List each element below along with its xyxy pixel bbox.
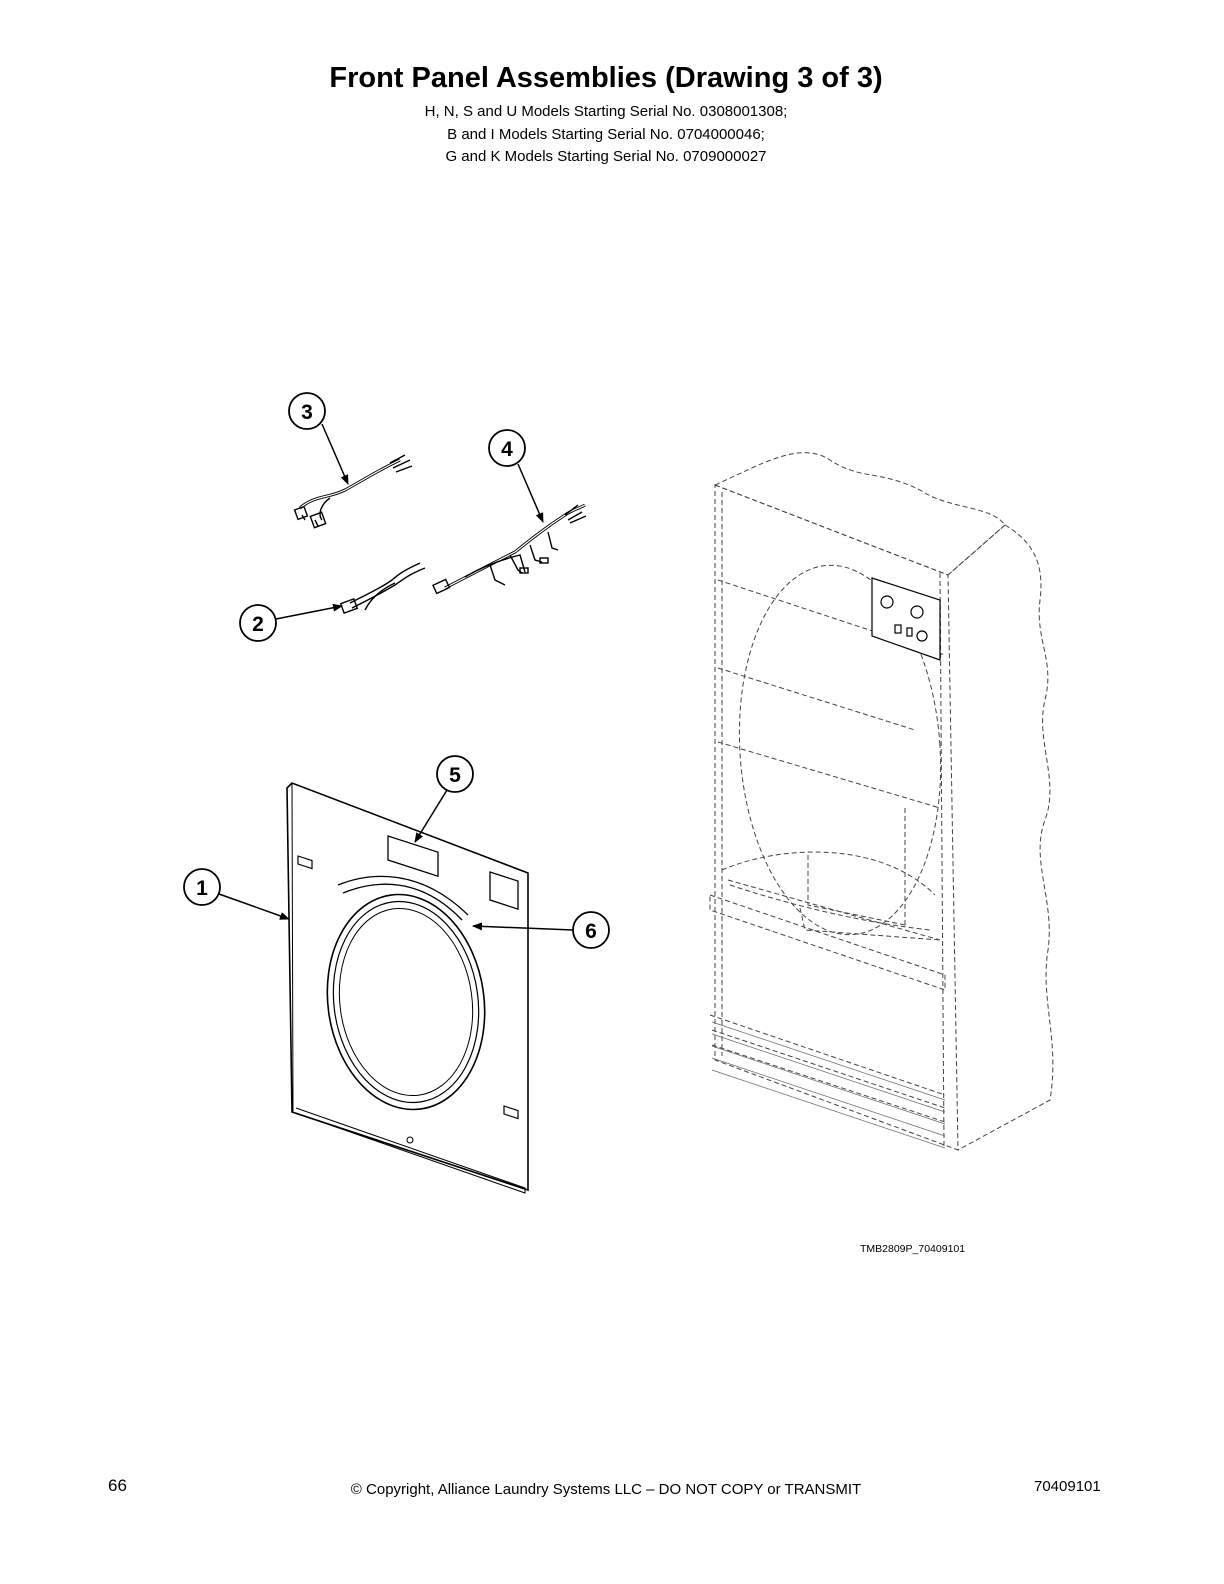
callout-2-label: 2 — [252, 613, 264, 636]
callout-1-label: 1 — [196, 877, 208, 900]
callout-4: 4 — [488, 429, 544, 523]
callout-5: 5 — [414, 755, 474, 843]
wire-harness-4 — [432, 503, 587, 595]
callout-3-label: 3 — [301, 401, 313, 424]
callout-5-label: 5 — [449, 764, 461, 787]
callout-6-label: 6 — [585, 920, 597, 943]
wire-harness-2 — [339, 562, 426, 614]
dryer-cabinet — [709, 452, 1054, 1151]
front-panel-1 — [286, 782, 529, 1194]
subtitle-line-2: B and I Models Starting Serial No. 07040… — [447, 126, 765, 143]
callout-6: 6 — [472, 911, 610, 949]
control-plate — [871, 577, 941, 661]
vent-grille — [711, 1021, 946, 1149]
subtitle-line-1: H, N, S and U Models Starting Serial No.… — [424, 103, 788, 120]
copyright-notice: © Copyright, Alliance Laundry Systems LL… — [350, 1481, 862, 1498]
document-number: 70409101 — [1034, 1478, 1101, 1495]
callout-2: 2 — [239, 603, 343, 642]
callout-4-label: 4 — [501, 438, 513, 461]
subtitle-line-3: G and K Models Starting Serial No. 07090… — [445, 148, 767, 165]
wire-harness-3 — [293, 454, 413, 529]
callout-3: 3 — [288, 392, 349, 485]
drawing-id: TMB2809P_70409101 — [860, 1243, 966, 1255]
callout-1: 1 — [183, 868, 290, 920]
page-number: 66 — [108, 1476, 127, 1495]
page-title: Front Panel Assemblies (Drawing 3 of 3) — [329, 62, 883, 94]
